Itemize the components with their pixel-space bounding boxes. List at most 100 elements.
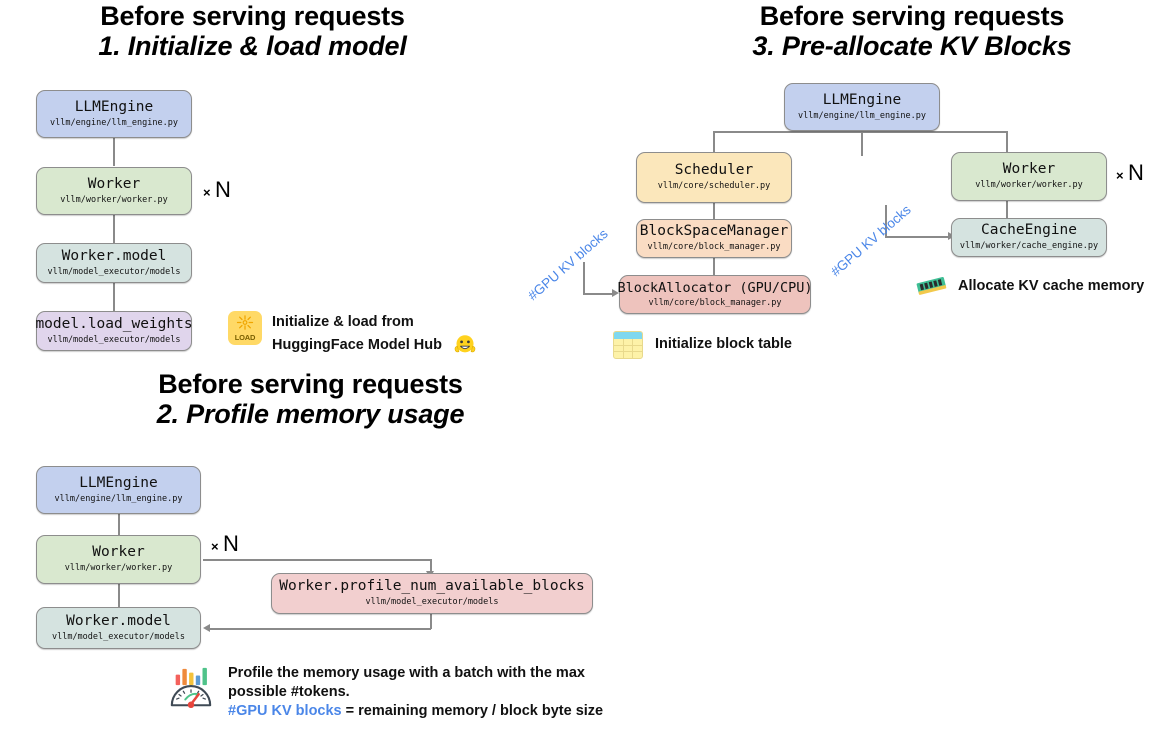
node-path: vllm/worker/worker.py bbox=[64, 563, 173, 574]
diagram-3-legend-block-table: Initialize block table bbox=[613, 331, 792, 359]
node-title: BlockSpaceManager bbox=[639, 223, 789, 240]
node-profile-num-available-blocks[interactable]: Worker.profile_num_available_blocks vllm… bbox=[271, 573, 593, 614]
node-path: vllm/engine/llm_engine.py bbox=[54, 493, 183, 504]
legend-blue-term: #GPU KV blocks bbox=[228, 703, 342, 720]
kv-cache-legend-text: Allocate KV cache memory bbox=[958, 278, 1145, 294]
connector-worker-workermodel bbox=[113, 215, 115, 243]
node-path: vllm/worker/worker.py bbox=[975, 180, 1083, 191]
diagram-2-title-line2: 2. Profile memory usage bbox=[156, 399, 465, 430]
node-title: Worker bbox=[92, 544, 145, 561]
node-llmengine-2[interactable]: LLMEngine vllm/engine/llm_engine.py bbox=[36, 466, 201, 514]
diagram-3-legend-kv-cache: Allocate KV cache memory bbox=[914, 272, 1144, 300]
node-cacheengine[interactable]: CacheEngine vllm/worker/cache_engine.py bbox=[951, 218, 1107, 257]
node-title: Scheduler bbox=[674, 162, 754, 179]
multiplier-symbol: × bbox=[1116, 168, 1124, 183]
node-path: vllm/model_executor/models bbox=[365, 597, 499, 608]
diagram-3-title: Before serving requests 3. Pre-allocate … bbox=[697, 1, 1127, 62]
node-scheduler[interactable]: Scheduler vllm/core/scheduler.py bbox=[636, 152, 792, 203]
edge-label-gpu-kv-blocks-right: #GPU KV blocks bbox=[828, 202, 914, 280]
connector-worker-workermodel-2 bbox=[118, 584, 120, 607]
legend-line-2: possible #tokens. bbox=[228, 684, 350, 701]
diagram-1-title: Before serving requests 1. Initialize & … bbox=[65, 1, 440, 62]
node-path: vllm/model_executor/models bbox=[47, 266, 181, 277]
legend-line-1: Profile the memory usage with a batch wi… bbox=[228, 665, 585, 681]
connector-kv-to-cacheengine-v bbox=[885, 205, 887, 237]
node-title: Worker.model bbox=[61, 247, 167, 264]
diagram-1-legend: LOAD Initialize & load from HuggingFace … bbox=[228, 311, 498, 358]
diagram-3-title-line1: Before serving requests bbox=[759, 1, 1065, 31]
node-worker-2[interactable]: Worker vllm/worker/worker.py bbox=[36, 535, 201, 584]
node-blockallocator[interactable]: BlockAllocator (GPU/CPU) vllm/core/block… bbox=[617, 275, 813, 314]
legend-line-2: HuggingFace Model Hub bbox=[272, 336, 442, 353]
node-title: LLMEngine bbox=[822, 91, 902, 108]
node-title: BlockAllocator (GPU/CPU) bbox=[617, 279, 813, 296]
diagram-1-title-line1: Before serving requests bbox=[100, 1, 405, 31]
table-gridline bbox=[614, 345, 642, 346]
node-title: Worker bbox=[1002, 161, 1056, 178]
node-worker-model-2[interactable]: Worker.model vllm/model_executor/models bbox=[36, 607, 201, 649]
ram-icon bbox=[916, 277, 947, 295]
node-path: vllm/engine/llm_engine.py bbox=[50, 117, 178, 128]
diagram-2-multiplier: × N bbox=[211, 531, 239, 557]
diagram-3-multiplier: × N bbox=[1116, 160, 1144, 186]
arrow-into-worker-model bbox=[203, 624, 210, 632]
diagram-2-title: Before serving requests 2. Profile memor… bbox=[122, 369, 499, 430]
node-worker-3[interactable]: Worker vllm/worker/worker.py bbox=[951, 152, 1107, 201]
connector-worker-to-profile-v bbox=[430, 559, 432, 573]
diagram-2-legend: Profile the memory usage with a batch wi… bbox=[168, 665, 648, 721]
node-title: LLMEngine bbox=[79, 474, 158, 491]
multiplier-symbol: × bbox=[203, 185, 211, 200]
node-llmengine-3[interactable]: LLMEngine vllm/engine/llm_engine.py bbox=[784, 83, 940, 131]
node-title: LLMEngine bbox=[74, 98, 154, 115]
hugging-face-icon bbox=[454, 335, 476, 353]
multiplier-symbol: × bbox=[211, 539, 219, 554]
connector-llmengine-trunk bbox=[861, 131, 863, 156]
diagram-2-title-line1: Before serving requests bbox=[158, 369, 463, 399]
multiplier-count: N bbox=[223, 531, 239, 556]
load-icon-label: LOAD bbox=[234, 333, 256, 342]
node-title: model.load_weights bbox=[35, 315, 193, 332]
node-path: vllm/worker/cache_engine.py bbox=[959, 241, 1099, 252]
node-model-load-weights[interactable]: model.load_weights vllm/model_executor/m… bbox=[35, 311, 193, 351]
edge-label-gpu-kv-blocks-left: #GPU KV blocks bbox=[525, 226, 611, 304]
connector-scheduler-bsm bbox=[713, 203, 715, 219]
multiplier-count: N bbox=[1128, 160, 1144, 185]
connector-kv-to-allocator-h bbox=[583, 293, 615, 295]
node-worker-model[interactable]: Worker.model vllm/model_executor/models bbox=[36, 243, 192, 283]
table-gridline bbox=[623, 339, 624, 358]
table-header-row bbox=[614, 332, 642, 339]
diagram-2-legend-text: Profile the memory usage with a batch wi… bbox=[228, 664, 603, 721]
diagram-1-legend-text: Initialize & load from HuggingFace Model… bbox=[272, 313, 478, 358]
node-path: vllm/core/block_manager.py bbox=[648, 297, 782, 308]
table-gridline bbox=[614, 351, 642, 352]
diagram-1-title-line2: 1. Initialize & load model bbox=[98, 31, 407, 62]
table-gridline bbox=[632, 339, 633, 358]
multiplier-count: N bbox=[215, 177, 231, 202]
node-title: Worker.model bbox=[66, 612, 171, 629]
burst-lines-icon bbox=[236, 315, 254, 330]
node-worker[interactable]: Worker vllm/worker/worker.py bbox=[36, 167, 192, 215]
node-path: vllm/model_executor/models bbox=[47, 334, 181, 345]
node-path: vllm/worker/worker.py bbox=[60, 194, 168, 205]
block-table-legend-text: Initialize block table bbox=[655, 336, 792, 352]
load-icon: LOAD bbox=[228, 311, 262, 345]
connector-workermodel-loadweights bbox=[113, 283, 115, 311]
diagram-1-multiplier: × N bbox=[203, 177, 231, 203]
legend-line-3-rest: = remaining memory / block byte size bbox=[341, 703, 604, 720]
node-path: vllm/model_executor/models bbox=[51, 631, 186, 642]
node-title: Worker.profile_num_available_blocks bbox=[279, 578, 585, 595]
connector-bsm-allocator bbox=[713, 258, 715, 275]
connector-kv-to-allocator-v bbox=[583, 262, 585, 294]
node-path: vllm/engine/llm_engine.py bbox=[798, 110, 926, 121]
diagram-3-title-line2: 3. Pre-allocate KV Blocks bbox=[752, 31, 1072, 62]
node-blockspacemanager[interactable]: BlockSpaceManager vllm/core/block_manage… bbox=[636, 219, 792, 258]
node-llmengine[interactable]: LLMEngine vllm/engine/llm_engine.py bbox=[36, 90, 192, 138]
connector-llmengine-branch bbox=[713, 131, 1007, 133]
connector-llmengine-worker bbox=[113, 138, 115, 166]
gauge-icon bbox=[170, 667, 212, 709]
connector-profile-to-model-v bbox=[430, 611, 432, 629]
node-title: CacheEngine bbox=[980, 222, 1078, 239]
connector-kv-to-cacheengine-h bbox=[885, 236, 951, 238]
connector-profile-to-model-h bbox=[210, 628, 431, 630]
connector-branch-to-scheduler bbox=[713, 131, 715, 152]
